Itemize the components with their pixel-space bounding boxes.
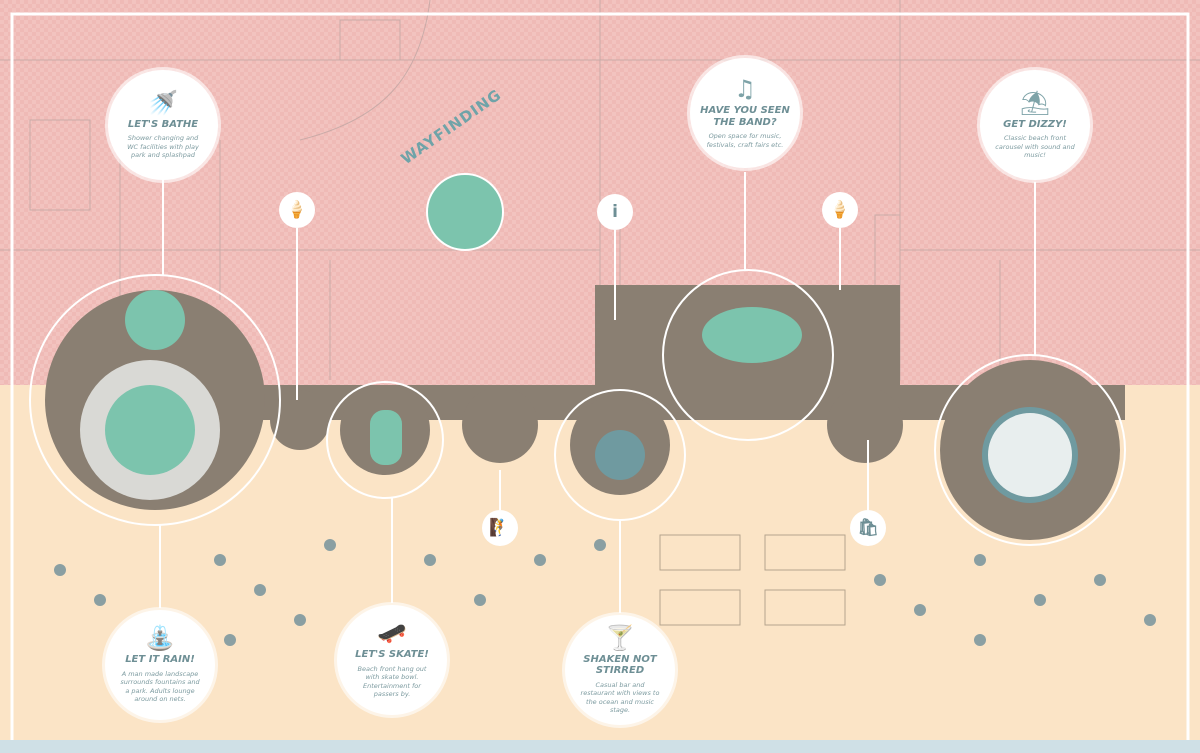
frame — [10, 12, 1190, 753]
callout-title: GET DIZZY! — [1003, 118, 1067, 130]
callout-shaken-not-stirred[interactable]: 🍸 SHAKEN NOT STIRRED Casual bar and rest… — [565, 615, 675, 725]
callout-lets-bathe[interactable]: 🚿 LET'S BATHE Shower changing and WC fac… — [108, 70, 218, 180]
callout-desc: Beach front hang out with skate bowl. En… — [357, 664, 427, 699]
fountain-icon: ⛲ — [145, 624, 175, 653]
shower-icon: 🚿 — [148, 88, 178, 117]
callout-title: SHAKEN NOT STIRRED — [583, 653, 657, 677]
callout-desc: Open space for music, festivals, craft f… — [706, 132, 784, 149]
callout-desc: Casual bar and restaurant with views to … — [580, 680, 660, 714]
callout-desc: Classic beach front carousel with sound … — [995, 134, 1075, 159]
beach-umbrellas — [54, 539, 1156, 646]
skateboard-icon: 🛹 — [377, 619, 407, 648]
zone-circles — [29, 172, 1126, 613]
callout-let-it-rain[interactable]: ⛲ LET IT RAIN! A man made landscape surr… — [105, 610, 215, 720]
bar-pavilion — [595, 430, 645, 480]
climbing-icon[interactable]: 🧗 — [482, 510, 518, 546]
fountain-pool — [105, 385, 195, 475]
callout-title: HAVE YOU SEEN THE BAND? — [700, 105, 790, 128]
wayfinding-sign — [426, 173, 504, 251]
callout-desc: Shower changing and WC facilities with p… — [127, 134, 199, 159]
ice-cream-icon[interactable]: 🍦 — [822, 192, 858, 228]
music-stage — [702, 307, 802, 363]
info-icon[interactable]: i — [597, 194, 633, 230]
callout-lets-skate[interactable]: 🛹 LET'S SKATE! Beach front hang out with… — [337, 605, 447, 715]
shopping-bag-icon[interactable]: 🛍 — [850, 510, 886, 546]
ice-cream-icon[interactable]: 🍦 — [279, 192, 315, 228]
volleyball-courts — [659, 534, 846, 626]
skate-bowl — [370, 410, 402, 465]
callout-band[interactable]: ♫ HAVE YOU SEEN THE BAND? Open space for… — [690, 58, 800, 168]
pavilion — [125, 290, 185, 350]
callout-title: LET'S BATHE — [127, 118, 199, 130]
carousel-icon: ⛱ — [1019, 88, 1051, 117]
music-note-icon: ♫ — [734, 75, 756, 104]
callout-title: LET'S SKATE! — [355, 649, 429, 661]
callout-get-dizzy[interactable]: ⛱ GET DIZZY! Classic beach front carouse… — [980, 70, 1090, 180]
cocktail-icon: 🍸 — [605, 623, 635, 652]
callout-desc: A man made landscape surrounds fountains… — [120, 669, 200, 704]
callout-title: LET IT RAIN! — [125, 654, 195, 666]
ocean-edge — [0, 740, 1200, 753]
carousel — [982, 407, 1078, 503]
